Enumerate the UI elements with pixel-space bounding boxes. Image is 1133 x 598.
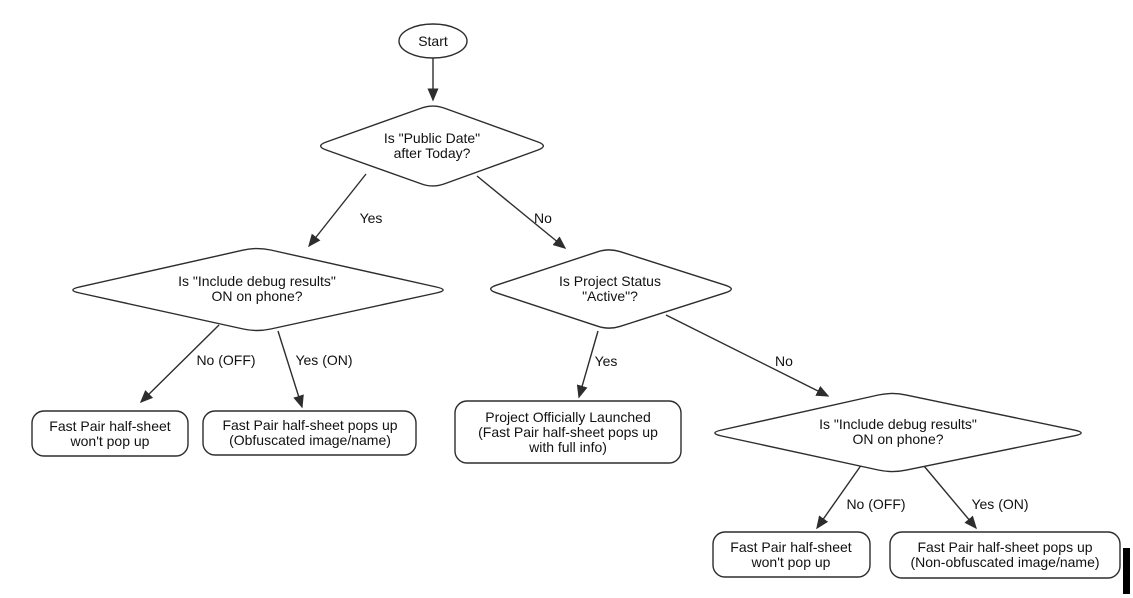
result-launched bbox=[454, 400, 682, 464]
connector-project-status-yes bbox=[576, 330, 599, 399]
result-no-popup-left bbox=[31, 410, 189, 457]
connector-debug-right-no bbox=[816, 463, 863, 530]
connector-project-status-no bbox=[665, 314, 830, 397]
connector-debug-left-yes bbox=[277, 330, 304, 409]
connector-public-date-yes bbox=[308, 173, 367, 248]
edge-label-debug-left-yes: Yes (ON) bbox=[295, 352, 353, 368]
result-non-obfuscated-label: Fast Pair half-sheet pops up (Non-obfusc… bbox=[910, 539, 1100, 570]
result-no-popup-right-label: Fast Pair half-sheet won't pop up bbox=[730, 539, 852, 570]
decision-debug-left bbox=[72, 247, 444, 332]
decision-debug-right-label: Is "Include debug results" ON on phone? bbox=[819, 416, 977, 447]
result-no-popup-left-label: Fast Pair half-sheet won't pop up bbox=[49, 418, 171, 449]
edge-label-project-status-no: No bbox=[775, 353, 793, 369]
start-node-label: Start bbox=[418, 33, 448, 49]
result-non-obfuscated bbox=[889, 531, 1121, 579]
edge-label-debug-right-no: No (OFF) bbox=[846, 496, 906, 512]
connector-debug-right-yes bbox=[923, 465, 977, 530]
result-obfuscated-label: Fast Pair half-sheet pops up (Obfuscated… bbox=[222, 417, 398, 448]
decision-debug-right bbox=[714, 392, 1082, 473]
decision-project-status bbox=[490, 249, 733, 329]
connector-public-date-no bbox=[476, 175, 567, 249]
edge-label-debug-right-yes: Yes (ON) bbox=[971, 496, 1029, 512]
edge-label-project-status-yes: Yes bbox=[594, 353, 618, 369]
decision-public-date-label: Is "Public Date" after Today? bbox=[383, 130, 481, 161]
decision-project-status-label: Is Project Status "Active"? bbox=[559, 273, 661, 304]
result-launched-label: Project Officially Launched (Fast Pair h… bbox=[478, 409, 658, 455]
result-no-popup-right bbox=[712, 531, 871, 578]
result-obfuscated bbox=[202, 410, 417, 456]
start-node bbox=[398, 23, 468, 59]
edge-label-public-date-yes: Yes bbox=[359, 210, 383, 226]
text-cursor-artifact bbox=[1123, 548, 1130, 594]
decision-public-date bbox=[319, 105, 545, 187]
decision-debug-left-label: Is "Include debug results" ON on phone? bbox=[178, 273, 336, 304]
edge-label-public-date-no: No bbox=[534, 210, 552, 226]
connector-debug-left-no bbox=[139, 324, 220, 404]
edge-label-debug-left-no: No (OFF) bbox=[196, 352, 256, 368]
